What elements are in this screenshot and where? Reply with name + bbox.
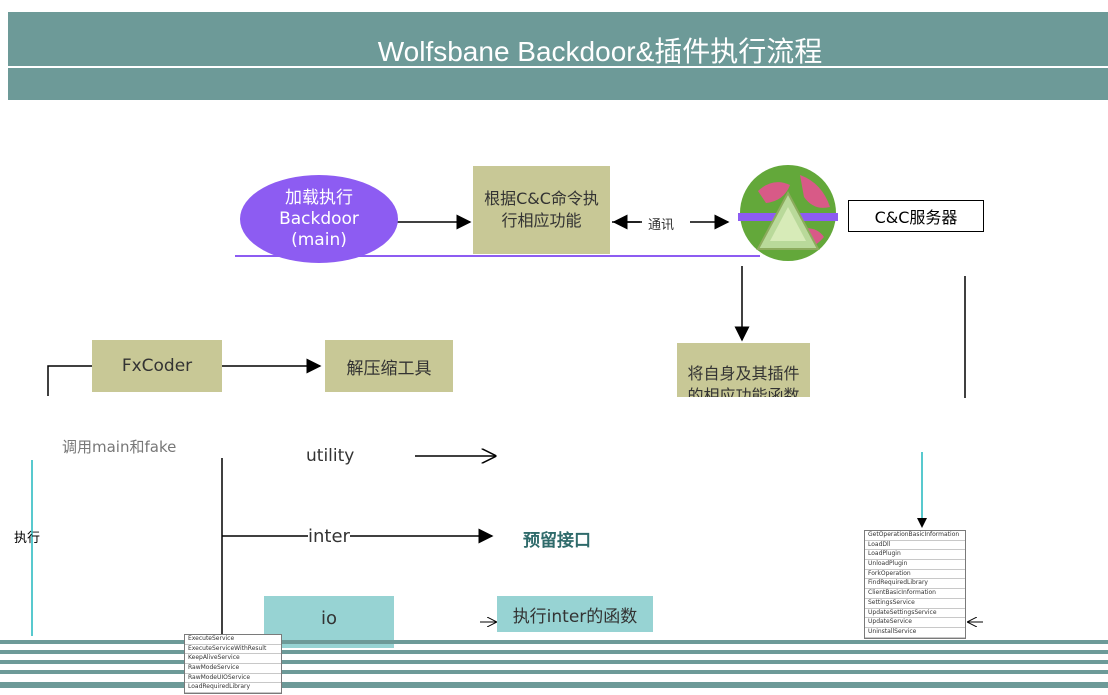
plugin-function-list: GetOperationBasicInformation LoadDll Loa…: [864, 530, 966, 639]
list-item: ExecuteService: [185, 635, 281, 645]
list-item: ForkOperation: [865, 570, 965, 580]
list-item: UninstallService: [865, 628, 965, 638]
load-backdoor-node: 加载执行 Backdoor (main): [240, 175, 398, 263]
list-item: RawModeUIOService: [185, 674, 281, 684]
decompress-node: 解压缩工具: [325, 340, 453, 392]
list-item: ClientBasicInformation: [865, 589, 965, 599]
list-item: UpdateSettingsService: [865, 609, 965, 619]
plugin-functions-node: 将自身及其插件 的相应功能函数: [677, 343, 810, 397]
list-item: SettingsService: [865, 599, 965, 609]
list-item: LoadPlugin: [865, 550, 965, 561]
list-item: RawModeService: [185, 664, 281, 674]
utility-label: utility: [306, 446, 355, 466]
diagram-title: Wolfsbane Backdoor&插件执行流程: [377, 36, 823, 67]
reserved-interface-label: 预留接口: [523, 531, 591, 551]
footer-stripe: [0, 670, 1108, 674]
main-fake-label: 调用main和fake: [62, 438, 177, 456]
io-node: io: [264, 596, 394, 648]
footer-stripe: [0, 640, 1108, 644]
header-white-line: [8, 66, 1108, 68]
footer-stripe: [0, 650, 1108, 654]
list-item: LoadDll: [865, 541, 965, 551]
list-item: UpdateService: [865, 618, 965, 628]
globe-icon: [732, 163, 844, 263]
list-item: KeepAliveService: [185, 654, 281, 665]
cc-server-node: C&C服务器: [848, 200, 984, 232]
exec-inter-node: 执行inter的函数: [497, 596, 653, 632]
header-band: [8, 12, 1108, 100]
list-item: FindRequiredLibrary: [865, 579, 965, 590]
service-function-list: ExecuteService ExecuteServiceWithResult …: [184, 634, 282, 695]
list-item: LoadRequiredLibrary: [185, 683, 281, 694]
list-item: UnloadPlugin: [865, 560, 965, 570]
footer-stripe: [0, 660, 1108, 664]
inter-label: inter: [308, 526, 350, 547]
footer-stripe: [0, 682, 1108, 688]
exec-command-node: 根据C&C命令执 行相应功能: [473, 166, 610, 254]
list-item: GetOperationBasicInformation: [865, 531, 965, 541]
list-item: ExecuteServiceWithResult: [185, 645, 281, 655]
execute-label: 执行: [14, 531, 41, 546]
fxcoder-node: FxCoder: [92, 340, 222, 392]
comm-label: 通讯: [648, 218, 675, 233]
